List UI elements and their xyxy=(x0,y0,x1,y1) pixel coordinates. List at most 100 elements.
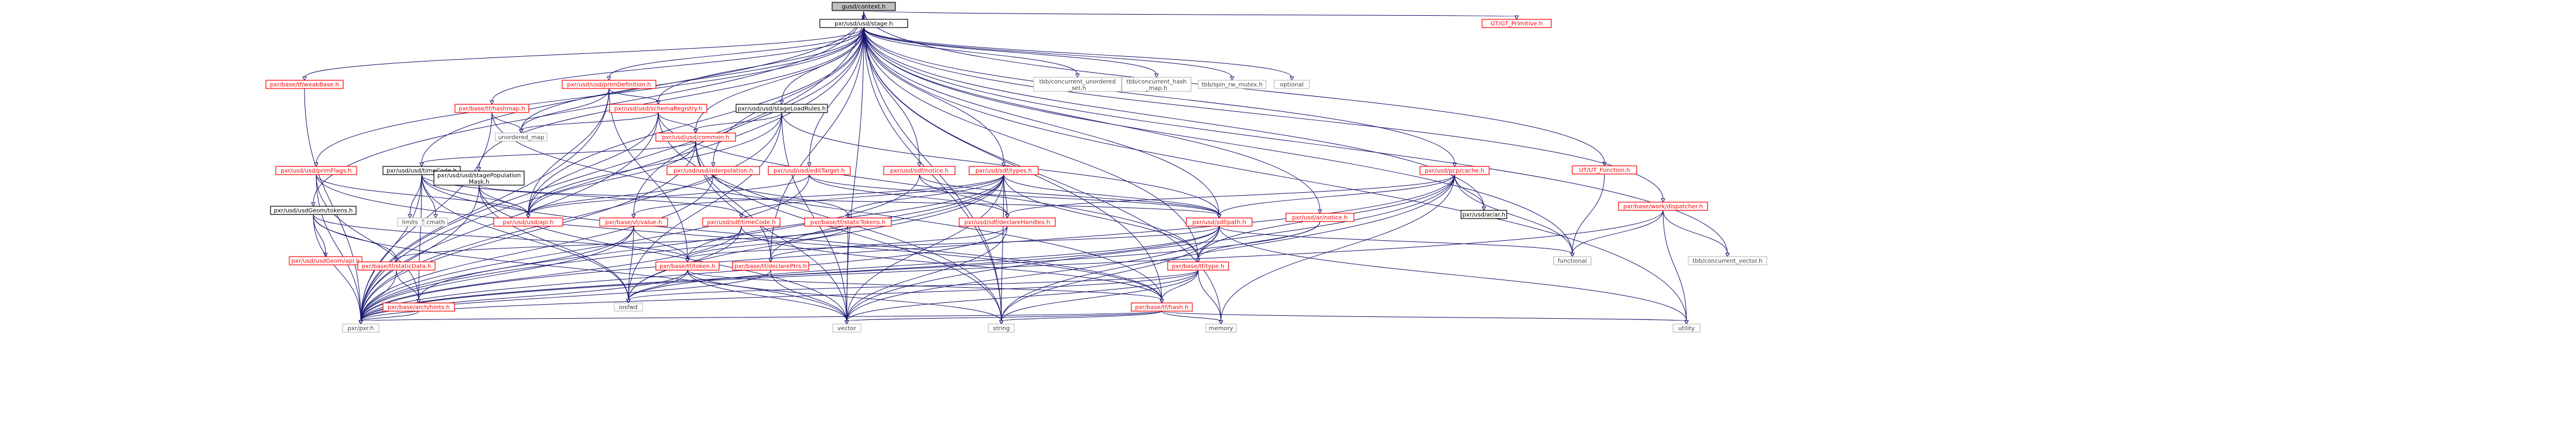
node-label: pxr/base/tf/token.h xyxy=(659,264,715,270)
dependency-edge xyxy=(1159,270,1199,304)
node-label: string xyxy=(993,326,1010,332)
node-label: pxr/base/work/dispatcher.h xyxy=(1623,204,1703,210)
header-node-declptrs[interactable]: pxr/base/tf/declarePtrs.h xyxy=(732,261,809,271)
dependency-edge xyxy=(863,27,1222,219)
dependency-edge xyxy=(863,27,1322,214)
dependency-edge xyxy=(526,112,782,219)
node-label: pxr/usd/ar/notice.h xyxy=(1292,215,1348,221)
dependency-edge xyxy=(844,174,1455,325)
dependency-edge xyxy=(863,27,922,168)
dependency-edge xyxy=(770,270,849,325)
header-node-tbbset: tbb/concurrent_unordered_set.h xyxy=(1033,77,1122,92)
node-label: pxr/usd/usd/api.h xyxy=(502,220,553,226)
header-node-tftoken[interactable]: pxr/base/tf/token.h xyxy=(655,261,720,271)
node-label: pxr/usd/sdf/notice.h xyxy=(890,168,949,175)
header-node-dispatcher[interactable]: pxr/base/work/dispatcher.h xyxy=(1618,202,1708,211)
dependency-edge xyxy=(999,311,1162,325)
node-label: iosfwd xyxy=(619,305,638,311)
dependency-edge xyxy=(1161,311,1689,325)
dependency-edge xyxy=(478,185,849,325)
node-label: _set.h xyxy=(1068,86,1086,92)
node-label: pxr/usd/sdf/types.h xyxy=(976,168,1032,175)
header-node-hashmap[interactable]: pxr/base/tf/hashmap.h xyxy=(454,104,529,113)
node-label: pxr/usd/usd/stage.h xyxy=(834,21,893,28)
header-node-usdgeomapi[interactable]: pxr/usd/usdGeom/api.h xyxy=(289,256,362,265)
dependency-edge xyxy=(491,112,1164,304)
dependency-edge xyxy=(863,27,1294,81)
header-node-arar[interactable]: pxr/usd/ar/ar.h xyxy=(1460,210,1507,219)
dependency-edge xyxy=(490,27,864,105)
header-node-statictokens[interactable]: pxr/base/tf/staticTokens.h xyxy=(804,217,892,227)
dependency-edge xyxy=(607,27,864,81)
dependency-edge xyxy=(491,112,524,134)
header-node-edittarget[interactable]: pxr/usd/usd/editTarget.h xyxy=(768,166,851,175)
node-label: tbb/concurrent_hash xyxy=(1126,79,1186,86)
header-node-sdftypes[interactable]: pxr/usd/sdf/types.h xyxy=(969,166,1039,175)
header-node-vtvalue[interactable]: pxr/base/vt/value.h xyxy=(599,217,668,227)
header-node-interp[interactable]: pxr/usd/usd/interpolation.h xyxy=(666,166,760,175)
node-label: pxr/usd/sdf/path.h xyxy=(1192,220,1246,226)
node-label: pxr/usd/usd/timeCode.h xyxy=(386,168,457,175)
dependency-edge xyxy=(1662,210,1689,325)
header-node-declhandles[interactable]: pxr/usd/sdf/declareHandles.h xyxy=(959,217,1056,227)
dependency-edge xyxy=(519,112,659,134)
header-node-pcpcache[interactable]: pxr/usd/pcp/cache.h xyxy=(1419,166,1490,175)
header-node-memory: memory xyxy=(1205,323,1237,333)
header-node-usdgeomtokens[interactable]: pxr/usd/usdGeom/tokens.h xyxy=(270,206,357,215)
dependency-edge xyxy=(358,174,1455,325)
dependency-edge xyxy=(358,270,771,325)
header-node-stage[interactable]: pxr/usd/usd/stage.h xyxy=(819,19,908,28)
header-node-tfhash[interactable]: pxr/base/tf/hash.h xyxy=(1131,302,1193,312)
node-label: pxr/usd/usd/editTarget.h xyxy=(774,168,845,175)
header-node-gtprim[interactable]: GT/GT_Primitive.h xyxy=(1482,19,1552,28)
header-node-staticdata[interactable]: pxr/base/tf/staticData.h xyxy=(357,261,436,271)
dependency-edge xyxy=(1219,174,1455,325)
node-label: optional xyxy=(1280,82,1304,88)
header-node-tftype[interactable]: pxr/base/tf/type.h xyxy=(1167,261,1229,271)
header-node-common[interactable]: pxr/usd/usd/common.h xyxy=(655,132,736,142)
dependency-edge xyxy=(863,27,1159,79)
dependency-edge xyxy=(396,270,421,304)
header-node-sdftimecode[interactable]: pxr/usd/sdf/timeCode.h xyxy=(702,217,781,227)
header-node-arnotice[interactable]: pxr/usd/ar/notice.h xyxy=(1285,213,1354,222)
header-node-sdfpath[interactable]: pxr/usd/sdf/path.h xyxy=(1186,217,1253,227)
header-node-primdef[interactable]: pxr/usd/usd/primDefinition.h xyxy=(562,80,656,89)
header-node-stageload[interactable]: pxr/usd/usd/stageLoadRules.h xyxy=(735,104,828,113)
node-label: pxr/base/tf/staticTokens.h xyxy=(810,220,885,226)
header-node-utfunc[interactable]: UT/UT_Function.h xyxy=(1572,165,1637,175)
node-label: pxr/usd/usdGeom/tokens.h xyxy=(274,208,353,214)
header-node-schemareg[interactable]: pxr/usd/usd/schemaRegistry.h xyxy=(609,104,707,113)
dependency-edge xyxy=(519,88,610,134)
header-node-tbbhash: tbb/concurrent_hash_map.h xyxy=(1121,77,1192,92)
dependency-edge xyxy=(526,174,810,219)
node-label: pxr/base/vt/value.h xyxy=(605,220,662,226)
node-label: pxr/usd/usd/stageLoadRules.h xyxy=(738,106,826,112)
node-label: pxr/usd/usd/common.h xyxy=(662,135,729,141)
node-label: functional xyxy=(1558,258,1587,265)
dependency-edge xyxy=(1198,270,1223,325)
dependency-edge xyxy=(316,174,363,325)
dependency-edge xyxy=(863,10,1519,21)
header-node-limits: limits xyxy=(397,217,423,227)
dependency-edge xyxy=(863,27,1689,325)
header-node-archhints[interactable]: pxr/base/arch/hints.h xyxy=(382,302,455,312)
dependency-edge xyxy=(863,27,1080,79)
node-label: _map.h xyxy=(1145,86,1168,92)
header-node-unorderedmap: unordered_map xyxy=(495,132,548,142)
node-label: pxr/base/tf/staticData.h xyxy=(362,264,432,270)
dependency-edge xyxy=(656,27,864,105)
dependency-edge xyxy=(416,174,422,304)
dependency-edge xyxy=(1570,210,1664,258)
dependency-edge xyxy=(526,27,864,219)
header-node-vector: vector xyxy=(832,323,861,333)
header-node-sdfnotice[interactable]: pxr/usd/sdf/notice.h xyxy=(883,166,956,175)
header-node-weakbase[interactable]: pxr/base/tf/weakBase.h xyxy=(265,80,344,89)
dependency-edge xyxy=(1217,174,1455,219)
header-node-usdapi[interactable]: pxr/usd/usd/api.h xyxy=(493,217,563,227)
header-node-primflags[interactable]: pxr/usd/usd/primFlags.h xyxy=(275,166,357,175)
node-label: pxr/base/tf/hash.h xyxy=(1135,305,1188,311)
dependency-edge xyxy=(626,174,1004,304)
dependency-edge xyxy=(844,174,1004,325)
dependency-edge xyxy=(863,27,1223,325)
